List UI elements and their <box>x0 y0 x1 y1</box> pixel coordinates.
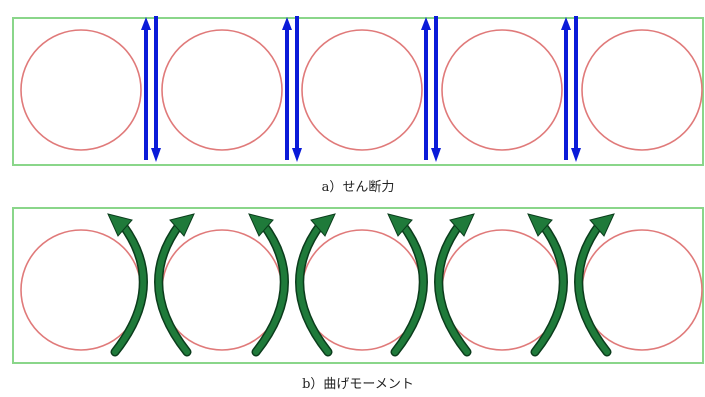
circle-3 <box>301 29 423 151</box>
panel-a-shear-arrows <box>141 16 581 162</box>
curved-arrow-icon <box>574 213 615 357</box>
curved-arrow-icon <box>387 213 428 357</box>
panel-b-circles <box>20 229 703 351</box>
curved-arrow-icon <box>434 213 475 357</box>
panel-a-shear-force: a）せん断力 <box>12 16 704 195</box>
panel-a-caption: a）せん断力 <box>322 180 395 195</box>
curved-arrow-icon <box>527 213 568 357</box>
curved-arrow-icon <box>107 213 148 357</box>
circle-1 <box>20 29 142 151</box>
double-vertical-arrow-icon <box>141 16 161 162</box>
circle-2 <box>161 229 283 351</box>
double-vertical-arrow-icon <box>282 16 302 162</box>
circle-5 <box>581 229 703 351</box>
panel-b-moment-arrows <box>107 213 615 357</box>
circle-4 <box>441 29 563 151</box>
panel-b-bending-moment: b）曲げモーメント <box>12 207 704 392</box>
curved-arrow-icon <box>248 213 289 357</box>
curved-arrow-icon <box>295 213 336 357</box>
panel-a-circles <box>20 29 703 151</box>
panel-b-frame <box>12 207 704 364</box>
curved-arrow-icon <box>154 213 195 357</box>
circle-1 <box>20 229 142 351</box>
double-vertical-arrow-icon <box>561 16 581 162</box>
panel-a-frame <box>12 17 704 166</box>
circle-2 <box>161 29 283 151</box>
circle-5 <box>581 29 703 151</box>
panel-b-caption: b）曲げモーメント <box>302 377 414 392</box>
double-vertical-arrow-icon <box>421 16 441 162</box>
